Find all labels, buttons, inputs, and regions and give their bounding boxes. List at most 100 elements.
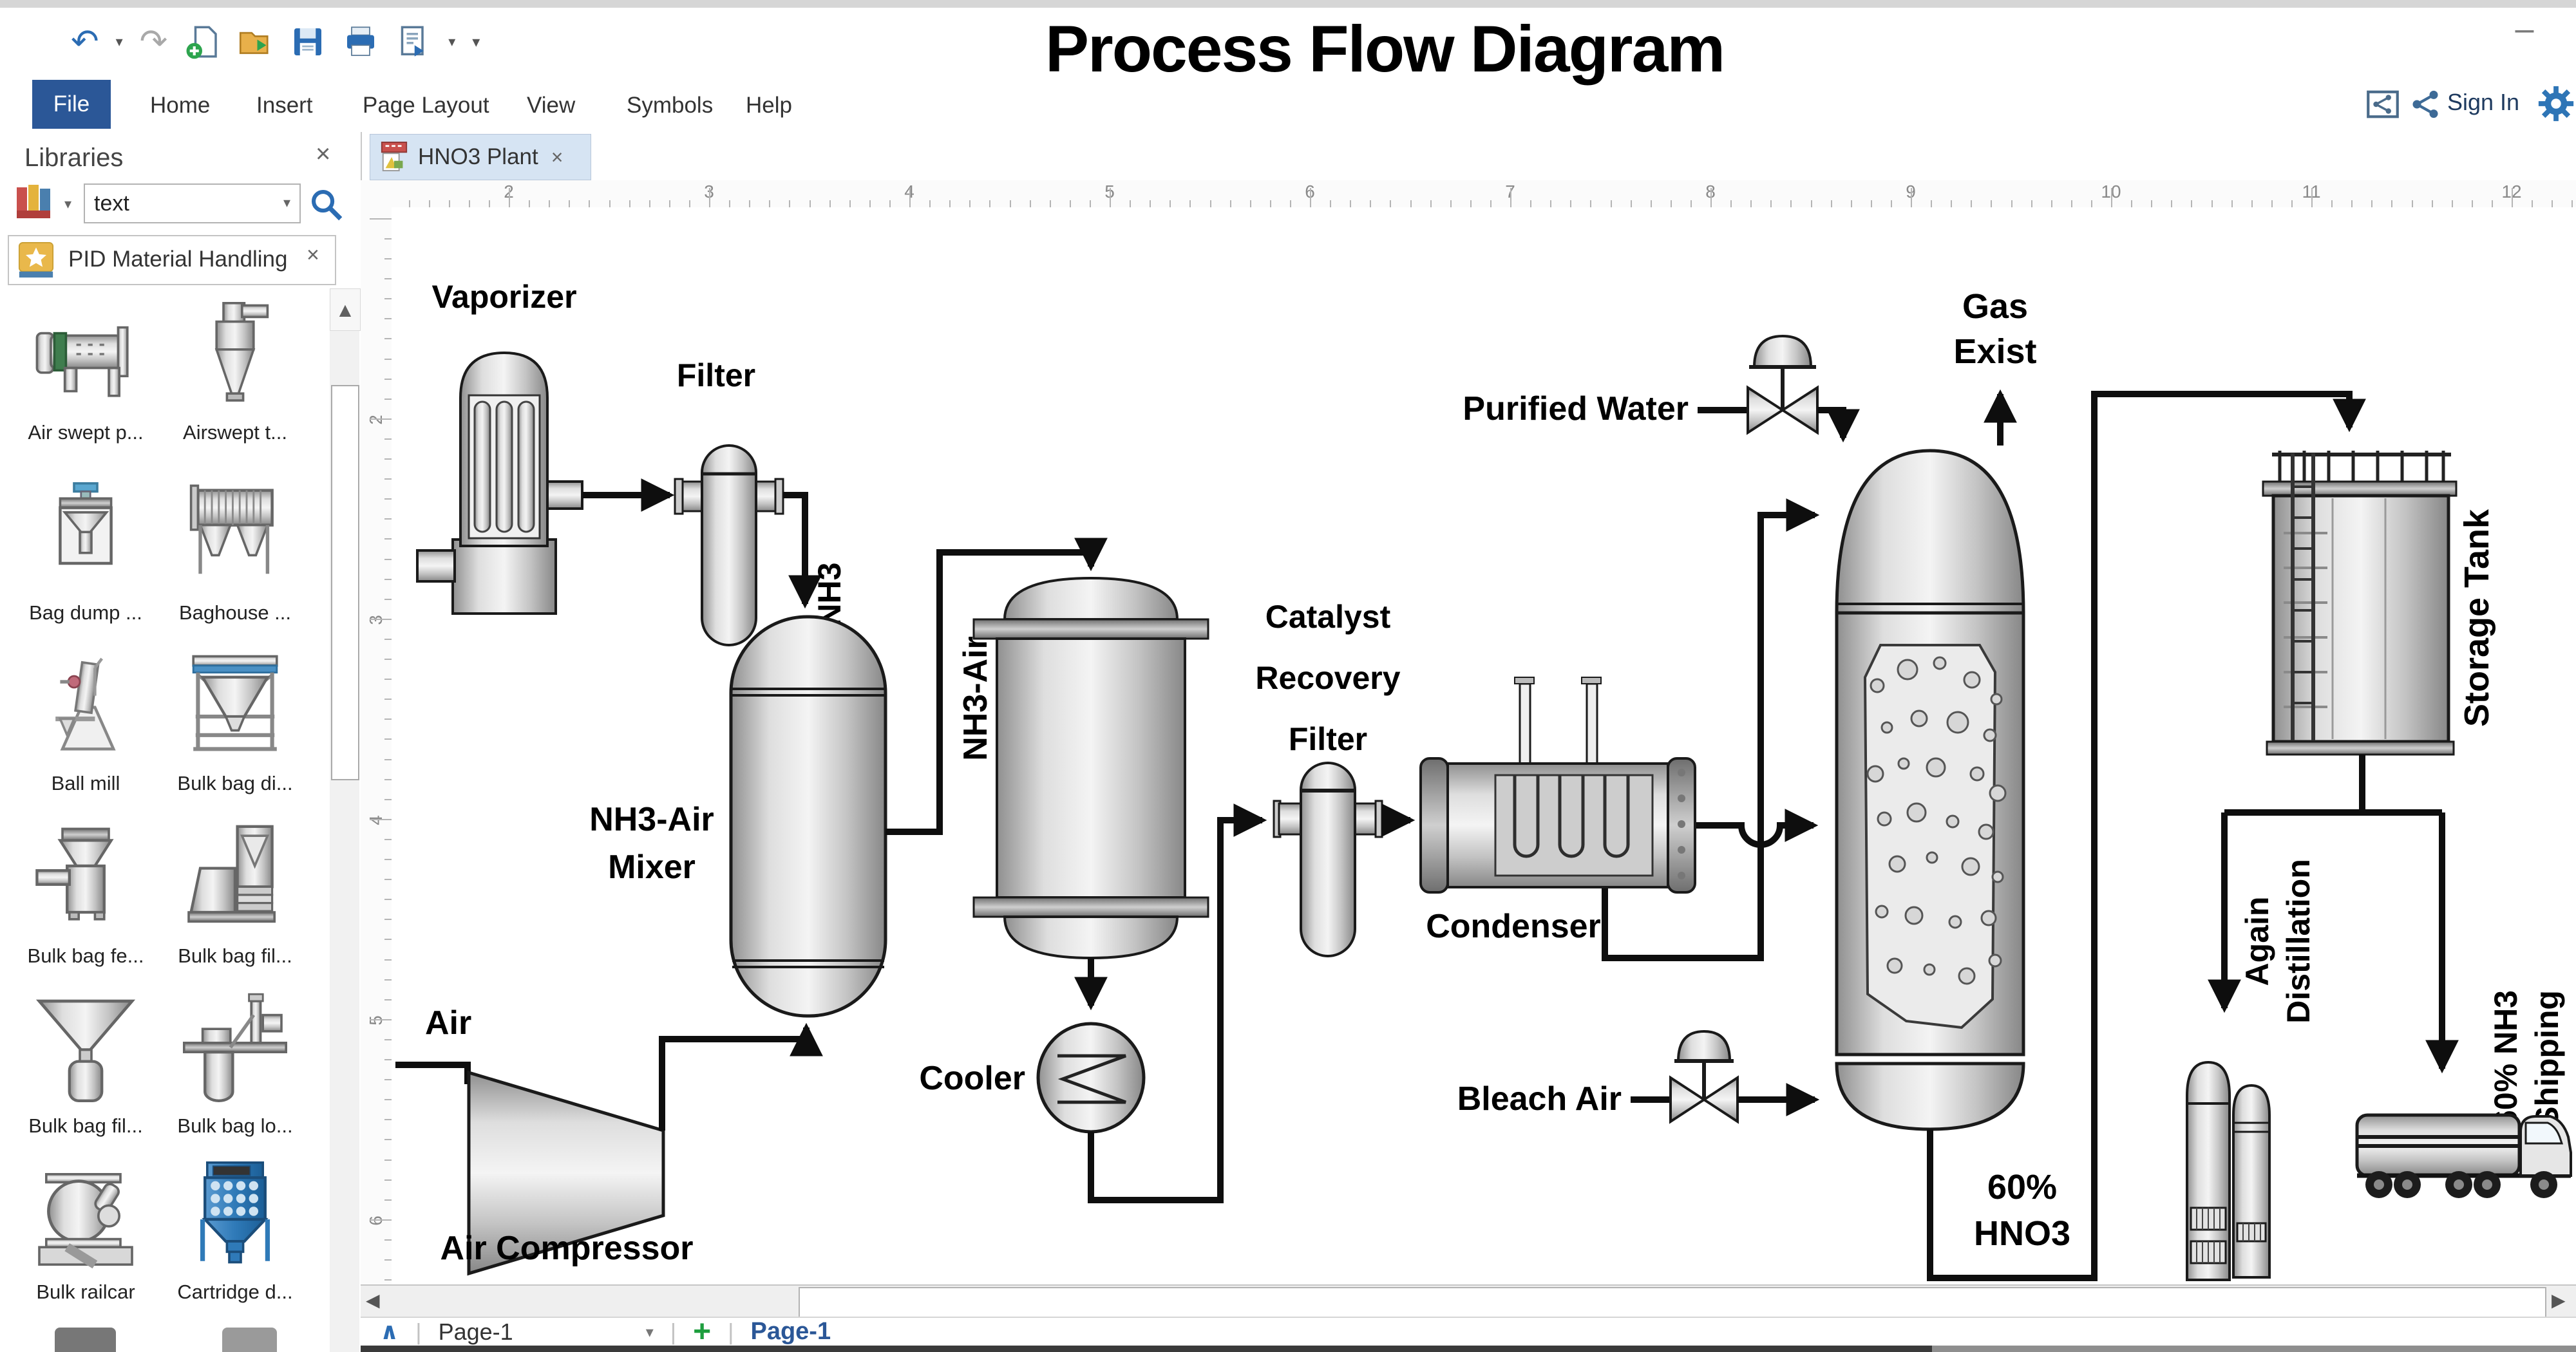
menu-view[interactable]: View — [527, 93, 576, 118]
gas-exist-label-line1: Gas — [1962, 287, 2028, 326]
library-section-header[interactable]: PID Material Handling × — [8, 235, 336, 285]
library-item[interactable]: Bulk bag fil... — [12, 986, 160, 1138]
document-tab-close-icon[interactable]: × — [551, 145, 564, 169]
air-compressor-shape[interactable] — [467, 1070, 665, 1276]
library-item[interactable]: Bulk bag fil... — [161, 816, 309, 968]
document-tab-label: HNO3 Plant — [418, 144, 538, 169]
search-input[interactable] — [84, 183, 301, 223]
filter-shape[interactable] — [674, 444, 784, 646]
drawing-canvas[interactable]: Vaporizer Filter Vapor NH3 NH3-Air Mixer… — [392, 207, 2576, 1284]
undo-dropdown-icon[interactable]: ▾ — [115, 33, 123, 50]
page-selector[interactable]: Page-1 — [438, 1318, 513, 1345]
menu-insert[interactable]: Insert — [256, 93, 313, 118]
undo-icon[interactable]: ↶ — [71, 23, 99, 61]
save-icon[interactable] — [290, 24, 326, 60]
library-item[interactable]: Bulk bag lo... — [161, 986, 309, 1138]
export-share-icon[interactable] — [2365, 86, 2401, 122]
minimize-button[interactable]: – — [2515, 10, 2534, 48]
page-title: Process Flow Diagram — [1045, 12, 1725, 86]
sign-in-button[interactable]: Sign In — [2447, 89, 2520, 115]
menu-help[interactable]: Help — [746, 93, 792, 118]
library-item-label: Airswept t... — [183, 421, 287, 444]
scroll-up-icon[interactable]: ▲ — [330, 288, 361, 331]
scroll-right-icon[interactable]: ▶ — [2552, 1290, 2566, 1311]
window-top-edge — [0, 0, 2576, 8]
library-item[interactable]: Ball mill — [12, 644, 160, 795]
library-item[interactable]: Air swept p... — [12, 293, 160, 444]
library-dropdown-icon[interactable]: ▾ — [64, 196, 72, 212]
new-document-icon[interactable] — [184, 24, 220, 60]
panel-scrollbar[interactable]: ▲ ▼ — [330, 288, 361, 1352]
library-item[interactable]: Bag dump ... — [12, 473, 160, 624]
absorber-bubbles — [1866, 656, 2007, 985]
library-section-close-icon[interactable]: × — [307, 243, 319, 267]
library-item-label: Bag dump ... — [29, 601, 142, 624]
condenser-shape[interactable] — [1419, 677, 1696, 894]
bleach-air-valve-shape[interactable] — [1669, 1029, 1739, 1124]
cartridge-dust-collector-icon — [200, 1161, 270, 1264]
settings-gear-icon[interactable] — [2536, 84, 2576, 124]
search-dropdown-icon[interactable]: ▾ — [283, 195, 291, 211]
page-tab[interactable]: Page-1 — [750, 1318, 831, 1345]
document-tab[interactable]: HNO3 Plant × — [370, 134, 591, 180]
menu-page-layout[interactable]: Page Layout — [363, 93, 489, 118]
mixer-label-line2: Mixer — [608, 849, 696, 886]
page-selector-dropdown-icon[interactable]: ▾ — [645, 1322, 654, 1341]
air-compressor-label: Air Compressor — [440, 1230, 694, 1267]
library-item-label: Bulk bag fil... — [178, 944, 292, 967]
library-item[interactable]: Bulk railcar — [12, 1152, 160, 1304]
scroll-left-icon[interactable]: ◀ — [366, 1290, 380, 1311]
converter-column-shape[interactable] — [972, 576, 1209, 960]
search-icon[interactable] — [308, 186, 345, 223]
pipe-air-inlet — [395, 1062, 471, 1084]
open-folder-icon[interactable] — [237, 24, 273, 60]
quick-access-toolbar: ↶ ▾ ↷ ▾ ▾ — [71, 19, 480, 64]
bag-dump-station-icon — [59, 482, 113, 565]
purified-water-label: Purified Water — [1463, 390, 1689, 427]
library-item[interactable]: Cartridge d... — [161, 1152, 309, 1304]
libraries-close-icon[interactable]: × — [316, 140, 331, 168]
redo-icon[interactable]: ↷ — [139, 23, 168, 61]
horizontal-scrollbar[interactable]: ◀ ▶ — [361, 1284, 2576, 1318]
bulk-bag-filling-icon — [187, 825, 276, 923]
shipping-label-line2: Shipping — [2529, 990, 2565, 1128]
customize-toolbar-icon[interactable]: ▾ — [472, 33, 480, 51]
library-item-label: Bulk bag lo... — [177, 1114, 293, 1137]
cooler-label: Cooler — [919, 1060, 1025, 1097]
pages-collapse-icon[interactable]: ∧ — [380, 1319, 399, 1345]
library-item[interactable]: Baghouse ... — [161, 473, 309, 624]
library-item[interactable]: Bulk bag di... — [161, 644, 309, 795]
menu-symbols[interactable]: Symbols — [627, 93, 714, 118]
catalyst-recovery-filter-shape[interactable] — [1273, 762, 1383, 957]
library-item[interactable]: Airswept t... — [161, 293, 309, 444]
storage-tank-shape[interactable] — [2262, 451, 2458, 756]
library-item-label: Cartridge d... — [177, 1281, 293, 1303]
cooler-shape[interactable] — [1036, 1022, 1146, 1134]
add-page-button[interactable]: + — [693, 1315, 712, 1349]
tanker-truck-shape[interactable] — [2355, 1113, 2572, 1198]
library-item-label: Bulk railcar — [36, 1281, 135, 1303]
library-item[interactable]: Bulk bag fe... — [12, 816, 160, 968]
library-item-label: Bulk bag fe... — [27, 944, 144, 967]
print-icon[interactable] — [343, 24, 379, 60]
menu-file[interactable]: File — [32, 80, 111, 129]
mixer-label-line1: NH3-Air — [589, 801, 714, 838]
absorber-column-shape[interactable] — [1835, 449, 2025, 1131]
menu-home[interactable]: Home — [150, 93, 211, 118]
library-section-title: PID Material Handling — [68, 247, 288, 272]
purified-water-valve-shape[interactable] — [1747, 334, 1819, 435]
storage-tank-label: Storage Tank — [2458, 509, 2496, 727]
vaporizer-shape[interactable] — [416, 351, 583, 615]
export-dropdown-icon[interactable]: ▾ — [448, 33, 456, 50]
panel-scrollbar-thumb[interactable] — [331, 385, 359, 780]
distillation-columns-shape[interactable] — [2186, 1060, 2271, 1281]
horizontal-scrollbar-thumb[interactable] — [799, 1287, 2546, 1318]
nh3-air-mixer-shape[interactable] — [729, 615, 887, 1018]
library-books-icon[interactable] — [13, 182, 59, 223]
export-preview-icon[interactable] — [395, 24, 431, 60]
airswept-cyclone-icon — [214, 302, 269, 402]
air-swept-pulverizer-icon — [35, 326, 129, 397]
share-icon[interactable] — [2409, 88, 2442, 121]
catalyst-label-line1: Catalyst — [1265, 599, 1391, 635]
